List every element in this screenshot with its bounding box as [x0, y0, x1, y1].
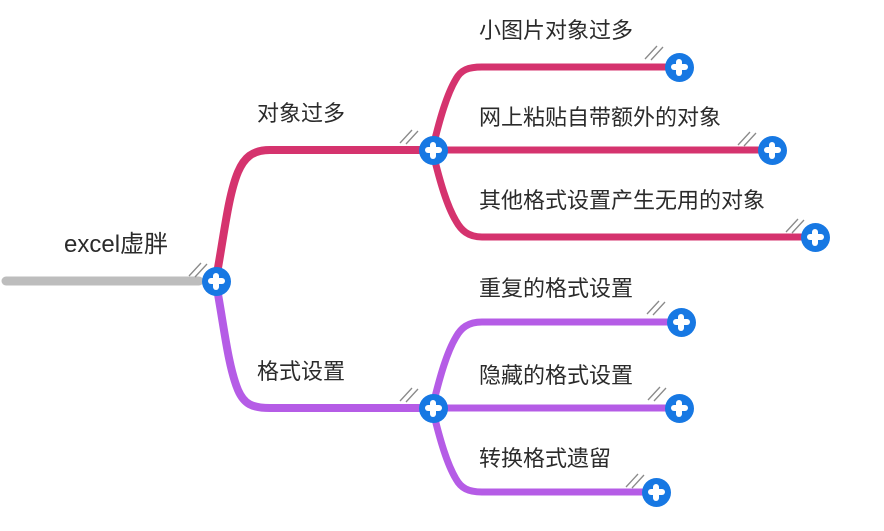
expand-button-root[interactable]	[201, 266, 231, 296]
plus-icon	[667, 308, 696, 337]
handle-icon-duplicate	[646, 300, 666, 316]
leaf-line-other-format-objects	[429, 149, 806, 241]
expand-button-branch-formatting[interactable]	[418, 393, 448, 423]
handle-icon-conversion	[625, 473, 645, 489]
node-branch-objects[interactable]: 对象过多	[257, 101, 346, 126]
plus-icon	[758, 136, 787, 165]
plus-icon	[419, 394, 448, 423]
node-leaf-hidden-formatting[interactable]: 隐藏的格式设置	[479, 363, 634, 388]
node-branch-formatting[interactable]: 格式设置	[257, 359, 346, 384]
handle-icon-root	[188, 262, 208, 278]
plus-icon	[665, 394, 694, 423]
handle-icon-small-images	[644, 45, 664, 61]
expand-button-branch-objects[interactable]	[418, 135, 448, 165]
plus-icon	[419, 136, 448, 165]
node-leaf-conversion-leftover[interactable]: 转换格式遗留	[479, 446, 612, 471]
plus-icon	[665, 53, 694, 82]
expand-button-conversion-leftover[interactable]	[641, 477, 671, 507]
leaf-line-duplicate-formatting	[429, 318, 672, 409]
handle-icon-branch-formatting	[399, 387, 419, 403]
node-leaf-duplicate-formatting[interactable]: 重复的格式设置	[479, 276, 634, 301]
expand-button-other-format-objects[interactable]	[800, 222, 830, 252]
handle-icon-branch-objects	[399, 129, 419, 145]
expand-button-hidden-formatting[interactable]	[664, 393, 694, 423]
plus-icon	[202, 267, 231, 296]
leaf-line-small-images	[429, 63, 671, 151]
plus-icon	[642, 478, 671, 507]
node-root[interactable]: excel虚胖	[64, 231, 169, 258]
expand-button-web-paste[interactable]	[757, 135, 787, 165]
plus-icon	[801, 223, 830, 252]
leaf-line-conversion-leftover	[429, 407, 647, 496]
node-leaf-other-format-objects[interactable]: 其他格式设置产生无用的对象	[479, 188, 766, 213]
expand-button-small-images[interactable]	[664, 52, 694, 82]
handle-icons	[188, 45, 805, 489]
node-leaf-web-paste[interactable]: 网上粘贴自带额外的对象	[479, 105, 722, 130]
handle-icon-other-format	[785, 218, 805, 234]
handle-icon-hidden	[647, 386, 667, 402]
branch-line-objects	[212, 146, 437, 283]
handle-icon-web-paste	[737, 131, 757, 147]
node-leaf-small-images[interactable]: 小图片对象过多	[479, 18, 634, 43]
branch-line-formatting	[212, 279, 437, 412]
expand-button-duplicate-formatting[interactable]	[666, 307, 696, 337]
